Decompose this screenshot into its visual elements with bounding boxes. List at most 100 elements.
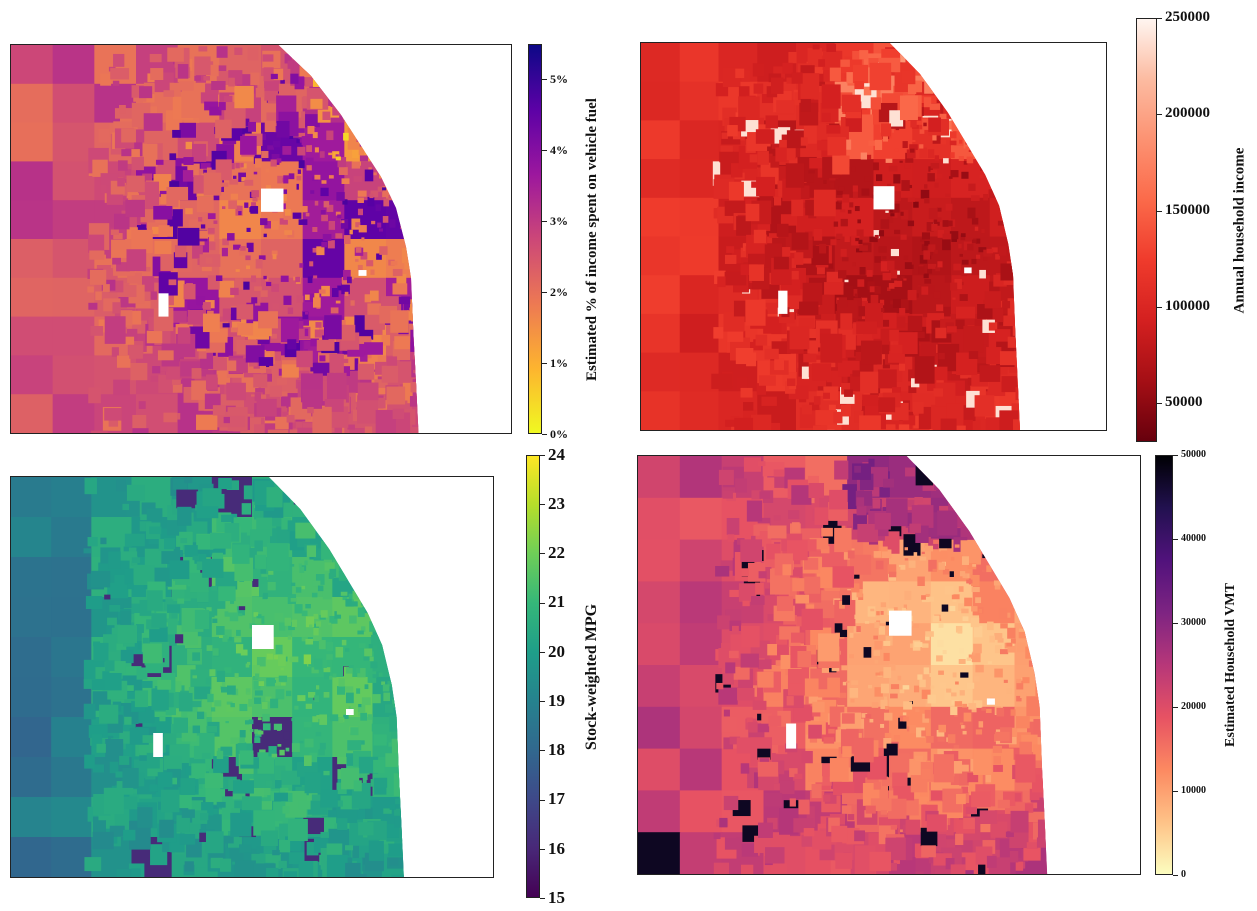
- tract-cell: [378, 563, 388, 570]
- tract-cell: [1017, 140, 1020, 151]
- tract-cell: [152, 226, 165, 235]
- tract-cell: [898, 717, 907, 729]
- tract-cell: [248, 719, 254, 725]
- tract-cell: [983, 194, 989, 201]
- tract-block: [1029, 314, 1068, 353]
- tract-cell: [788, 510, 800, 519]
- tract-cell: [899, 715, 907, 722]
- tract-cell: [284, 209, 291, 216]
- tract-cell: [326, 854, 348, 877]
- tract-cell: [248, 121, 257, 132]
- tract-cell: [928, 207, 938, 220]
- tract-cell: [934, 479, 948, 491]
- tract-cell: [315, 322, 322, 328]
- tract-cell: [1005, 522, 1027, 539]
- tract-cell: [789, 326, 810, 350]
- tract-cell: [307, 125, 315, 134]
- tract-cell: [852, 262, 856, 267]
- tract-cell: [1017, 538, 1025, 549]
- tract-cell: [791, 199, 804, 217]
- tract-cell: [926, 814, 947, 832]
- tract-cell: [333, 505, 353, 533]
- tract-cell: [328, 220, 336, 230]
- tract-cell: [806, 61, 824, 74]
- tract-cell: [355, 258, 359, 262]
- tract-cell: [1046, 706, 1048, 714]
- tract-cell: [968, 654, 975, 659]
- tract-cell: [318, 659, 327, 668]
- tract-cell: [139, 521, 152, 532]
- tract-cell: [414, 255, 419, 280]
- tract-cell: [924, 184, 928, 189]
- tract-cell: [994, 583, 1001, 590]
- tract-cell: [1006, 687, 1012, 694]
- tract-cell: [360, 99, 382, 129]
- tract-cell: [963, 817, 975, 830]
- tract-block: [386, 122, 419, 162]
- tract-cell: [253, 612, 259, 617]
- tract-cell: [276, 526, 291, 544]
- tract-cell: [271, 153, 280, 165]
- tract-cell: [859, 50, 869, 60]
- tract-cell: [412, 117, 419, 130]
- tract-cell: [99, 704, 119, 724]
- tract-cell: [287, 60, 294, 69]
- tract-cell: [95, 291, 102, 301]
- tract-cell: [952, 113, 961, 122]
- tract-cell: [1022, 230, 1035, 247]
- tract-cell: [266, 543, 289, 571]
- tract-cell: [962, 703, 968, 708]
- tract-block: [1098, 749, 1140, 791]
- tract-cell: [235, 269, 240, 272]
- tract-cell: [724, 201, 746, 216]
- tract-cell: [341, 358, 349, 364]
- tract-cell: [820, 546, 830, 554]
- tract-cell: [768, 233, 777, 238]
- tract-cell: [88, 234, 105, 253]
- tract-cell: [158, 272, 178, 296]
- tract-cell: [371, 326, 383, 335]
- tract-cell: [1055, 622, 1074, 641]
- tract-cell: [922, 313, 928, 318]
- tract-block: [51, 557, 92, 598]
- tract-cell: [278, 860, 287, 869]
- colorbar-tick-label: 3%: [550, 214, 568, 229]
- tract-cell: [878, 246, 887, 253]
- tract-cell: [841, 257, 849, 262]
- tract-cell: [955, 681, 959, 685]
- tract-block: [1056, 832, 1098, 874]
- tract-block: [11, 45, 54, 85]
- tract-cell: [288, 622, 295, 631]
- tract-cell: [251, 190, 259, 198]
- tract-cell: [737, 687, 755, 701]
- tract-cell: [358, 704, 362, 708]
- tract-cell: [877, 353, 892, 366]
- tract-cell: [127, 583, 134, 590]
- tract-cell: [298, 563, 303, 568]
- tract-cell: [945, 858, 955, 870]
- tract-block: [1098, 498, 1140, 540]
- tract-cell: [1046, 568, 1048, 573]
- tract-cell: [274, 792, 288, 802]
- tract-cell: [423, 388, 437, 399]
- tract-cell: [924, 709, 931, 719]
- tract-block: [1014, 581, 1048, 624]
- tract-cell: [152, 366, 161, 374]
- tract-cell: [374, 59, 384, 65]
- tract-cell: [1052, 826, 1067, 837]
- tract-cell: [1032, 460, 1048, 479]
- tract-cell: [166, 520, 180, 536]
- tract-cell: [157, 350, 174, 361]
- tract-cell: [400, 718, 404, 734]
- tract-cell: [335, 233, 343, 239]
- tract-cell: [304, 772, 321, 794]
- tract-cell: [786, 295, 803, 310]
- tract-cell: [400, 810, 404, 823]
- tract-cell: [385, 753, 404, 767]
- tract-cell: [212, 405, 226, 416]
- tract-cell: [179, 834, 196, 845]
- tract-cell: [196, 534, 214, 550]
- colorbar-tick-label: 1%: [550, 355, 568, 370]
- tract-cell: [894, 280, 903, 287]
- tract-cell: [881, 549, 892, 559]
